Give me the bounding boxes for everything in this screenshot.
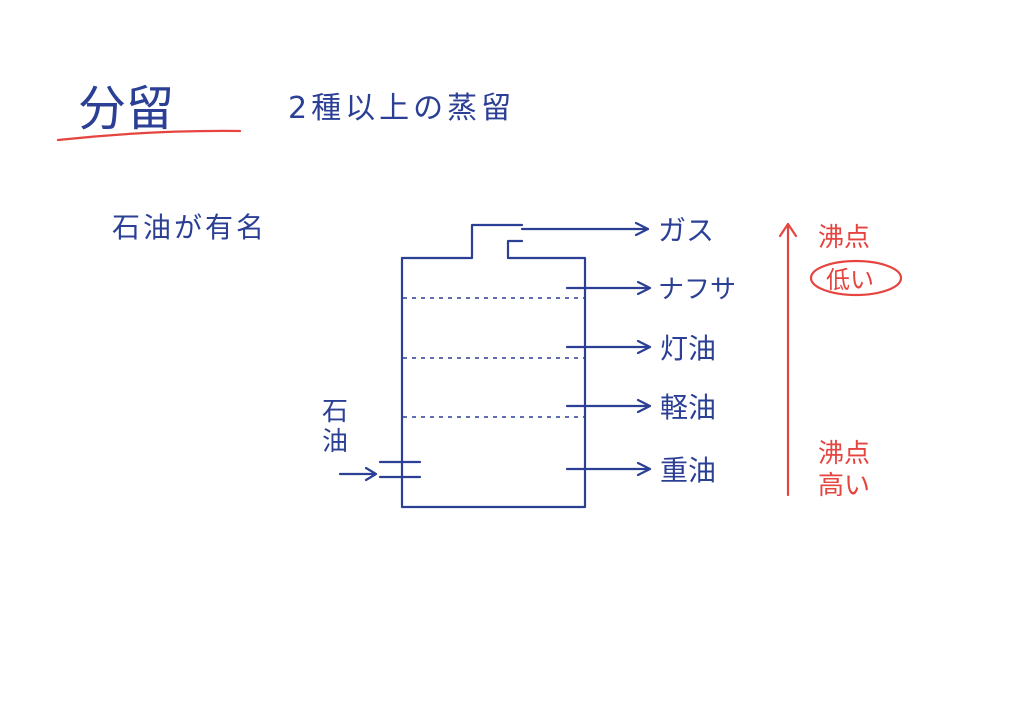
outlet-arrow-gas-oil xyxy=(565,398,652,414)
boiling-low-label: 沸点 xyxy=(818,223,870,253)
boiling-high-label-1: 沸点 xyxy=(818,439,870,469)
product-label-heavy-oil: 重油 xyxy=(660,454,716,487)
outlet-arrow-heavy-oil xyxy=(565,461,652,477)
outlet-arrow-gas xyxy=(520,221,650,237)
boiling-high-label-2: 高い xyxy=(818,471,870,501)
feed-label-line2: 油 xyxy=(322,427,348,457)
note-text: 石油が有名 xyxy=(112,211,267,244)
product-label-gas: ガス xyxy=(658,214,714,247)
feed-inlet-pipe xyxy=(378,460,422,479)
boiling-low-circled: 低い xyxy=(826,266,874,294)
low-circle xyxy=(809,259,903,297)
boiling-point-arrow xyxy=(778,222,798,497)
subtitle: 2種以上の蒸留 xyxy=(288,91,515,126)
feed-label-line1: 石 xyxy=(322,397,348,427)
distillation-column xyxy=(400,239,587,509)
feed-arrow xyxy=(338,466,378,482)
outlet-arrow-naphtha xyxy=(565,280,652,296)
title-underline xyxy=(56,129,242,142)
product-label-kerosene: 灯油 xyxy=(660,332,716,365)
product-outlets xyxy=(520,221,652,477)
column-top-outlet xyxy=(400,223,524,260)
page-title: 分留 xyxy=(78,81,174,137)
product-label-gas-oil: 軽油 xyxy=(660,391,716,424)
outlet-arrow-kerosene xyxy=(565,339,652,355)
product-label-naphtha: ナフサ xyxy=(658,275,736,305)
